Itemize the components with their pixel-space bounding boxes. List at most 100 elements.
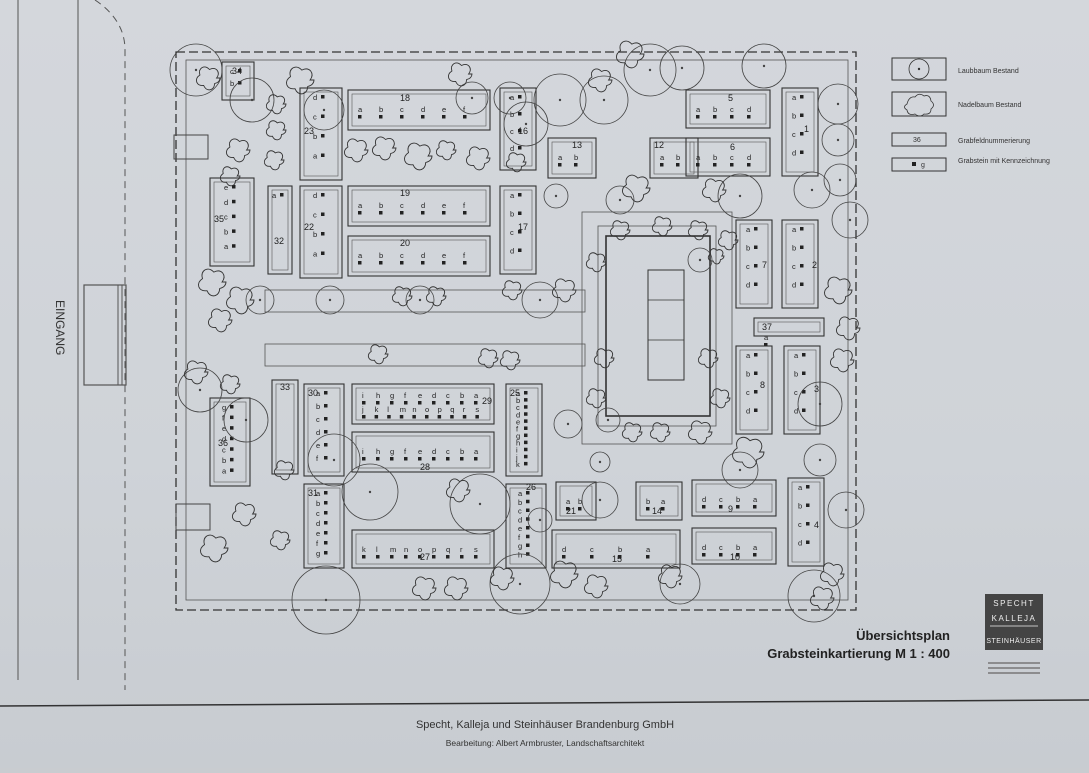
grave-letter: k — [516, 460, 520, 469]
gravestone-marker — [324, 430, 328, 434]
gravestone-marker — [802, 408, 806, 412]
field-number: 31 — [308, 488, 318, 498]
field-inner — [503, 189, 533, 271]
grave-letter: c — [719, 543, 723, 552]
gravestone-marker — [646, 507, 650, 511]
grave-letter: e — [442, 105, 446, 114]
gravestone-marker — [578, 507, 582, 511]
field-inner — [791, 481, 821, 563]
grave-letter: a — [746, 351, 751, 360]
grave-letter: f — [463, 201, 466, 210]
grave-letter: a — [660, 153, 665, 162]
field-inner — [213, 181, 251, 263]
grave-letter: b — [518, 498, 522, 507]
grave-letter: h — [516, 439, 520, 448]
gravestone-marker — [425, 415, 429, 419]
gravestone-marker — [232, 214, 236, 219]
conifer-tree — [585, 252, 607, 273]
gravestone-marker — [321, 114, 325, 118]
field-inner — [555, 533, 677, 565]
field-number: 32 — [274, 236, 284, 246]
grave-letter: e — [442, 251, 446, 260]
gravestone-marker — [590, 555, 594, 559]
gravestone-marker — [754, 371, 758, 375]
conifer-tree — [265, 94, 287, 115]
conifer-tree — [701, 178, 727, 203]
gravestone-marker — [230, 405, 234, 409]
conifer-tree — [501, 280, 523, 301]
conifer-tree — [687, 220, 709, 241]
gravestone-marker — [324, 541, 328, 545]
deciduous-tree — [821, 123, 855, 157]
conifer-tree — [717, 230, 739, 251]
gravestone-marker — [806, 522, 810, 526]
field-number: 13 — [572, 140, 582, 150]
gravestone-marker — [475, 415, 479, 419]
gravestone-marker — [460, 555, 464, 559]
grave-letter: g — [390, 447, 394, 456]
conifer-tree — [622, 174, 651, 203]
conifer-tree — [499, 350, 521, 371]
gravestone-marker — [321, 193, 325, 197]
field-number: 36 — [218, 438, 228, 448]
field-inner — [739, 223, 769, 305]
gravestone-marker — [324, 456, 328, 460]
field-outline — [347, 185, 491, 227]
grave-letter: e — [442, 201, 446, 210]
gravestone-marker — [376, 457, 380, 461]
field-inner — [307, 487, 341, 565]
gravestone-marker — [526, 499, 530, 504]
gravestone-marker — [800, 113, 804, 117]
inner-path-edge — [185, 59, 849, 601]
grave-letter: d — [747, 105, 751, 114]
field-number: 35 — [214, 214, 224, 224]
gravestone-marker — [702, 505, 706, 509]
grave-letter: b — [792, 112, 796, 121]
grave-letter: b — [460, 391, 464, 400]
grave-letter: q — [450, 405, 454, 414]
gravestone-marker — [358, 211, 362, 215]
deciduous-tree — [533, 73, 587, 127]
grave-letter: e — [418, 447, 422, 456]
gravestone-marker — [463, 211, 467, 215]
grave-letter: b — [379, 201, 383, 210]
deciduous-tree — [315, 285, 345, 315]
conifer-tree — [219, 374, 241, 395]
legend-item-grabfeld: 36 Grabfeldnummerierung — [891, 132, 1030, 147]
grave-letter: b — [516, 396, 520, 405]
logo-line-2: KALLEJA — [992, 614, 1037, 623]
gravestone-marker — [230, 426, 234, 430]
gravestone-marker — [524, 398, 528, 402]
field-outline — [505, 383, 543, 477]
grave-letter: e — [516, 417, 520, 426]
grave-letter: d — [702, 495, 706, 504]
grave-letter: a — [764, 333, 769, 342]
gravestone-marker — [374, 415, 379, 419]
legend-item-laubbaum: Laubbaum Bestand — [891, 57, 1019, 81]
deciduous-tree — [449, 473, 511, 535]
gravestone-marker — [754, 282, 758, 286]
grave-letter: c — [222, 445, 226, 454]
gravestone-marker — [518, 129, 522, 133]
grave-letter: d — [702, 543, 706, 552]
gravestone-marker — [404, 555, 408, 559]
field-outline — [691, 527, 777, 565]
grave-letter: d — [516, 410, 520, 419]
gravestone-marker — [362, 457, 366, 461]
grave-letter: a — [746, 225, 751, 234]
gravestone-marker — [618, 555, 622, 559]
grave-letter: b — [222, 456, 226, 465]
field-inner — [689, 93, 767, 125]
conifer-tree — [219, 166, 241, 187]
gravestone-marker — [321, 232, 325, 236]
grave-letter: b — [713, 105, 717, 114]
grave-letter: a — [566, 497, 571, 506]
grave-letter: g — [222, 403, 226, 412]
gravestone-marker — [524, 412, 528, 416]
